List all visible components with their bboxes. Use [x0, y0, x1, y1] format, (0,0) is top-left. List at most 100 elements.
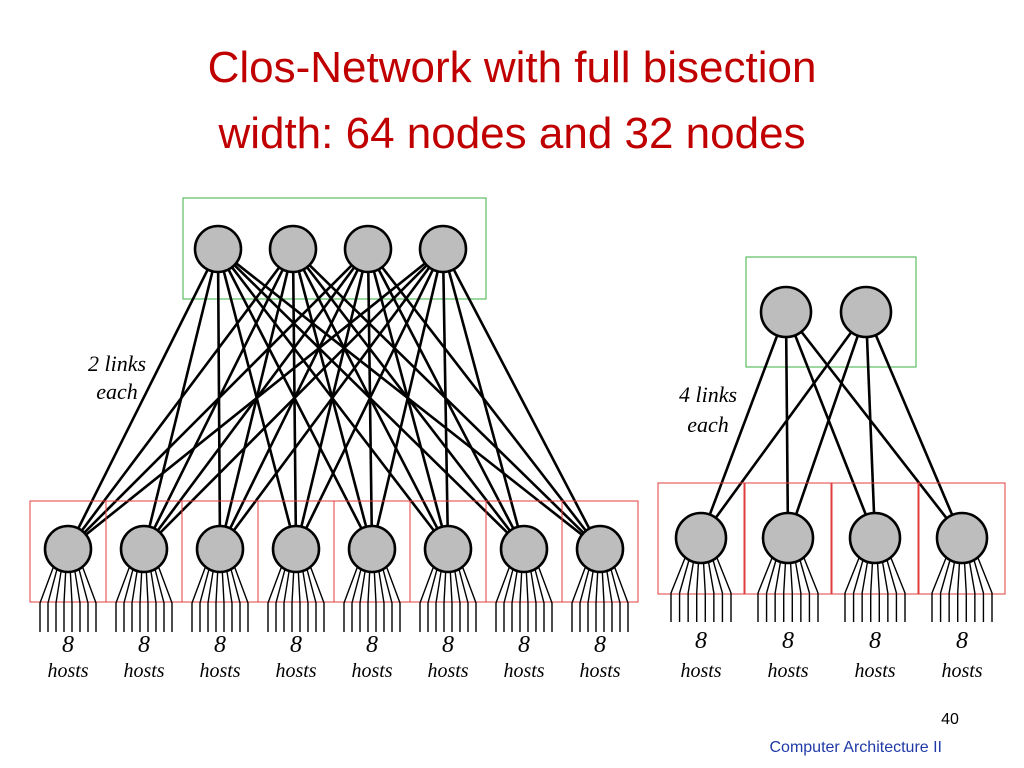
left-host-wire-5-5 [373, 562, 377, 632]
right-host-wire-3-8 [888, 552, 906, 622]
left-host-word-2: hosts [123, 660, 164, 682]
left-host-count-8: 8 [594, 632, 606, 658]
left-link-s3-l1 [67, 248, 369, 550]
left-host-wire-7-2 [503, 562, 516, 632]
left-host-count-3: 8 [214, 632, 226, 658]
left-host-wire-5-4 [367, 562, 371, 632]
right-host-wire-3-5 [876, 552, 880, 622]
left-host-count-4: 8 [290, 632, 302, 658]
left-host-wire-6-8 [460, 562, 477, 632]
left-host-wire-8-4 [595, 562, 599, 632]
left-host-wire-1-7 [76, 562, 89, 632]
left-spine-switch-3 [343, 224, 393, 274]
left-leaf-switch-7 [499, 524, 549, 574]
left-host-wire-5-1 [343, 562, 360, 632]
right-host-word-2: hosts [767, 660, 808, 682]
left-host-wire-1-1 [39, 562, 56, 632]
left-host-word-6: hosts [427, 660, 468, 682]
left-host-wire-4-2 [275, 562, 288, 632]
right-spine-switch-2 [839, 285, 893, 339]
left-leaf-box-group [29, 500, 639, 603]
left-spine-switch-group [193, 224, 468, 274]
right-link-s1-l3 [784, 311, 877, 539]
right-spine-switch-1 [759, 285, 813, 339]
left-host-wire-1-6 [72, 562, 81, 632]
left-host-count-7: 8 [518, 632, 530, 658]
right-host-word-3: hosts [854, 660, 895, 682]
left-host-wire-8-1 [571, 562, 588, 632]
left-host-wire-5-8 [384, 562, 401, 632]
right-host-count-1: 8 [695, 628, 707, 654]
left-host-wire-7-5 [525, 562, 529, 632]
left-spine-switch-1 [193, 224, 243, 274]
right-link-s1-l4 [784, 311, 964, 539]
right-leaf-box-2 [744, 482, 832, 595]
left-leaf-switch-8 [575, 524, 625, 574]
right-host-wire-4-4 [957, 552, 961, 622]
right-host-wire-4-5 [963, 552, 967, 622]
right-links-label-line2: each [687, 412, 729, 437]
left-host-wire-6-4 [443, 562, 447, 632]
left-host-wire-1-8 [80, 562, 97, 632]
slide-title-line2: width: 64 nodes and 32 nodes [217, 109, 805, 158]
left-host-wire-6-1 [419, 562, 436, 632]
left-leaf-switch-group [43, 524, 625, 574]
left-host-wire-2-5 [145, 562, 149, 632]
right-leaf-box-1 [657, 482, 745, 595]
left-link-s2-l1 [66, 248, 295, 550]
left-host-wire-3-2 [199, 562, 212, 632]
left-link-s1-l1 [66, 248, 220, 550]
left-host-wire-4-3 [283, 562, 292, 632]
left-host-wire-8-7 [608, 562, 621, 632]
left-host-wire-3-5 [221, 562, 225, 632]
right-links-label-line1: 4 links [679, 382, 737, 407]
left-link-s4-l5 [370, 248, 445, 550]
left-host-wire-2-1 [115, 562, 132, 632]
left-host-word-3: hosts [199, 660, 240, 682]
right-host-count-2: 8 [782, 628, 794, 654]
left-host-wire-5-6 [376, 562, 385, 632]
left-host-wire-1-3 [55, 562, 64, 632]
right-leaf-box-3 [831, 482, 919, 595]
left-link-s4-l2 [143, 248, 444, 550]
left-link-s4-l4 [294, 248, 445, 550]
left-host-wire-2-7 [152, 562, 165, 632]
left-host-wire-2-3 [131, 562, 140, 632]
right-host-wire-group [670, 552, 993, 622]
right-host-word-1: hosts [680, 660, 721, 682]
left-leaf-switch-5 [347, 524, 397, 574]
right-host-count-3: 8 [869, 628, 881, 654]
right-link-s2-l1 [699, 311, 868, 539]
left-host-wire-7-4 [519, 562, 523, 632]
left-leaf-switch-1 [43, 524, 93, 574]
right-spine-switch-group [759, 285, 893, 339]
left-host-wire-8-2 [579, 562, 592, 632]
right-host-word-4: hosts [941, 660, 982, 682]
right-host-wire-2-6 [793, 552, 802, 622]
right-leaf-box-group [657, 482, 1006, 595]
right-host-wire-4-6 [967, 552, 976, 622]
left-host-word-4: hosts [275, 660, 316, 682]
left-host-wire-4-6 [300, 562, 309, 632]
left-link-s4-l3 [218, 248, 445, 550]
left-host-wire-4-8 [308, 562, 325, 632]
left-link-s4-l1 [67, 247, 444, 551]
left-host-wire-7-8 [536, 562, 553, 632]
left-link-s4-l8 [441, 248, 602, 550]
left-host-wire-6-6 [452, 562, 461, 632]
right-host-wire-4-8 [975, 552, 993, 622]
slide-title-line1: Clos-Network with full bisection [208, 43, 817, 92]
right-link-s2-l3 [864, 311, 877, 539]
left-host-wire-3-4 [215, 562, 219, 632]
left-host-wire-1-4 [63, 562, 67, 632]
right-host-wire-2-5 [789, 552, 793, 622]
left-host-wire-5-2 [351, 562, 364, 632]
left-host-label-group: 8hosts8hosts8hosts8hosts8hosts8hosts8hos… [47, 632, 620, 682]
left-host-wire-1-5 [69, 562, 73, 632]
right-link-s1-l1 [699, 311, 788, 539]
footer-course-title: Computer Architecture II [769, 739, 942, 756]
left-host-count-1: 8 [62, 632, 74, 658]
right-host-wire-2-3 [774, 552, 783, 622]
